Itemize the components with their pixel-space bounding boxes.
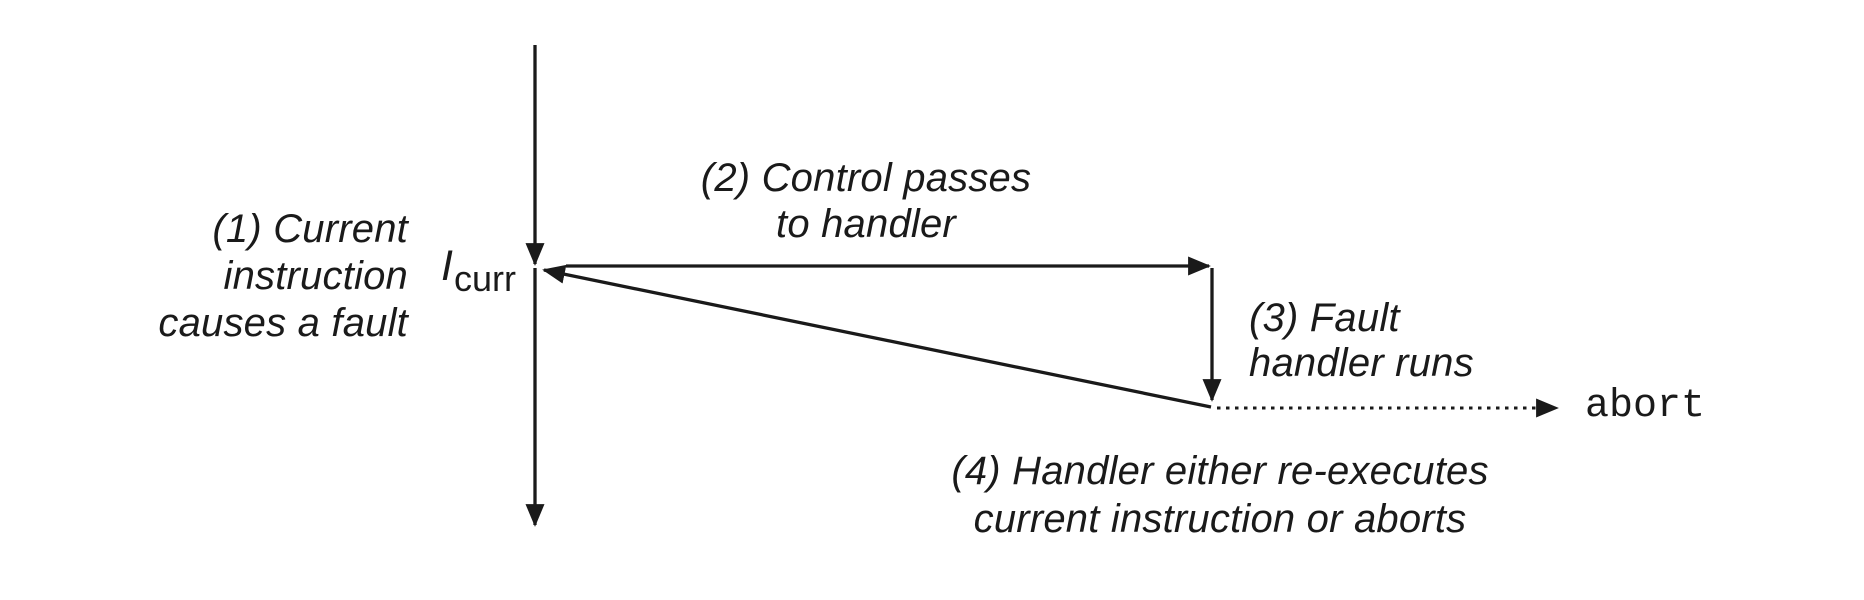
icurr-label: Icurr (441, 242, 516, 297)
step1-line1: (1) Current (212, 207, 408, 251)
step2-line1: (2) Control passes (700, 156, 1032, 200)
step1-line3: causes a fault (158, 301, 408, 345)
step3-line2: handler runs (1249, 341, 1474, 385)
step2-caption: (2) Control passes to handler (566, 155, 1166, 247)
step3-caption: (3) Fault handler runs (1249, 296, 1474, 386)
icurr-subscript: curr (453, 258, 516, 299)
step4-line1: (4) Handler either re-executes (951, 449, 1489, 493)
step4-line2: current instruction or aborts (973, 497, 1467, 541)
step3-line1: (3) Fault (1249, 296, 1400, 340)
step4-caption: (4) Handler either re-executes current i… (920, 447, 1520, 543)
step1-caption: (1) Current instruction causes a fault (158, 206, 408, 347)
handler-return-arrow (542, 264, 1212, 409)
step2-line2: to handler (776, 202, 956, 246)
abort-label: abort (1585, 384, 1706, 429)
icurr-symbol: I (441, 242, 453, 290)
step1-line2: instruction (223, 254, 408, 298)
